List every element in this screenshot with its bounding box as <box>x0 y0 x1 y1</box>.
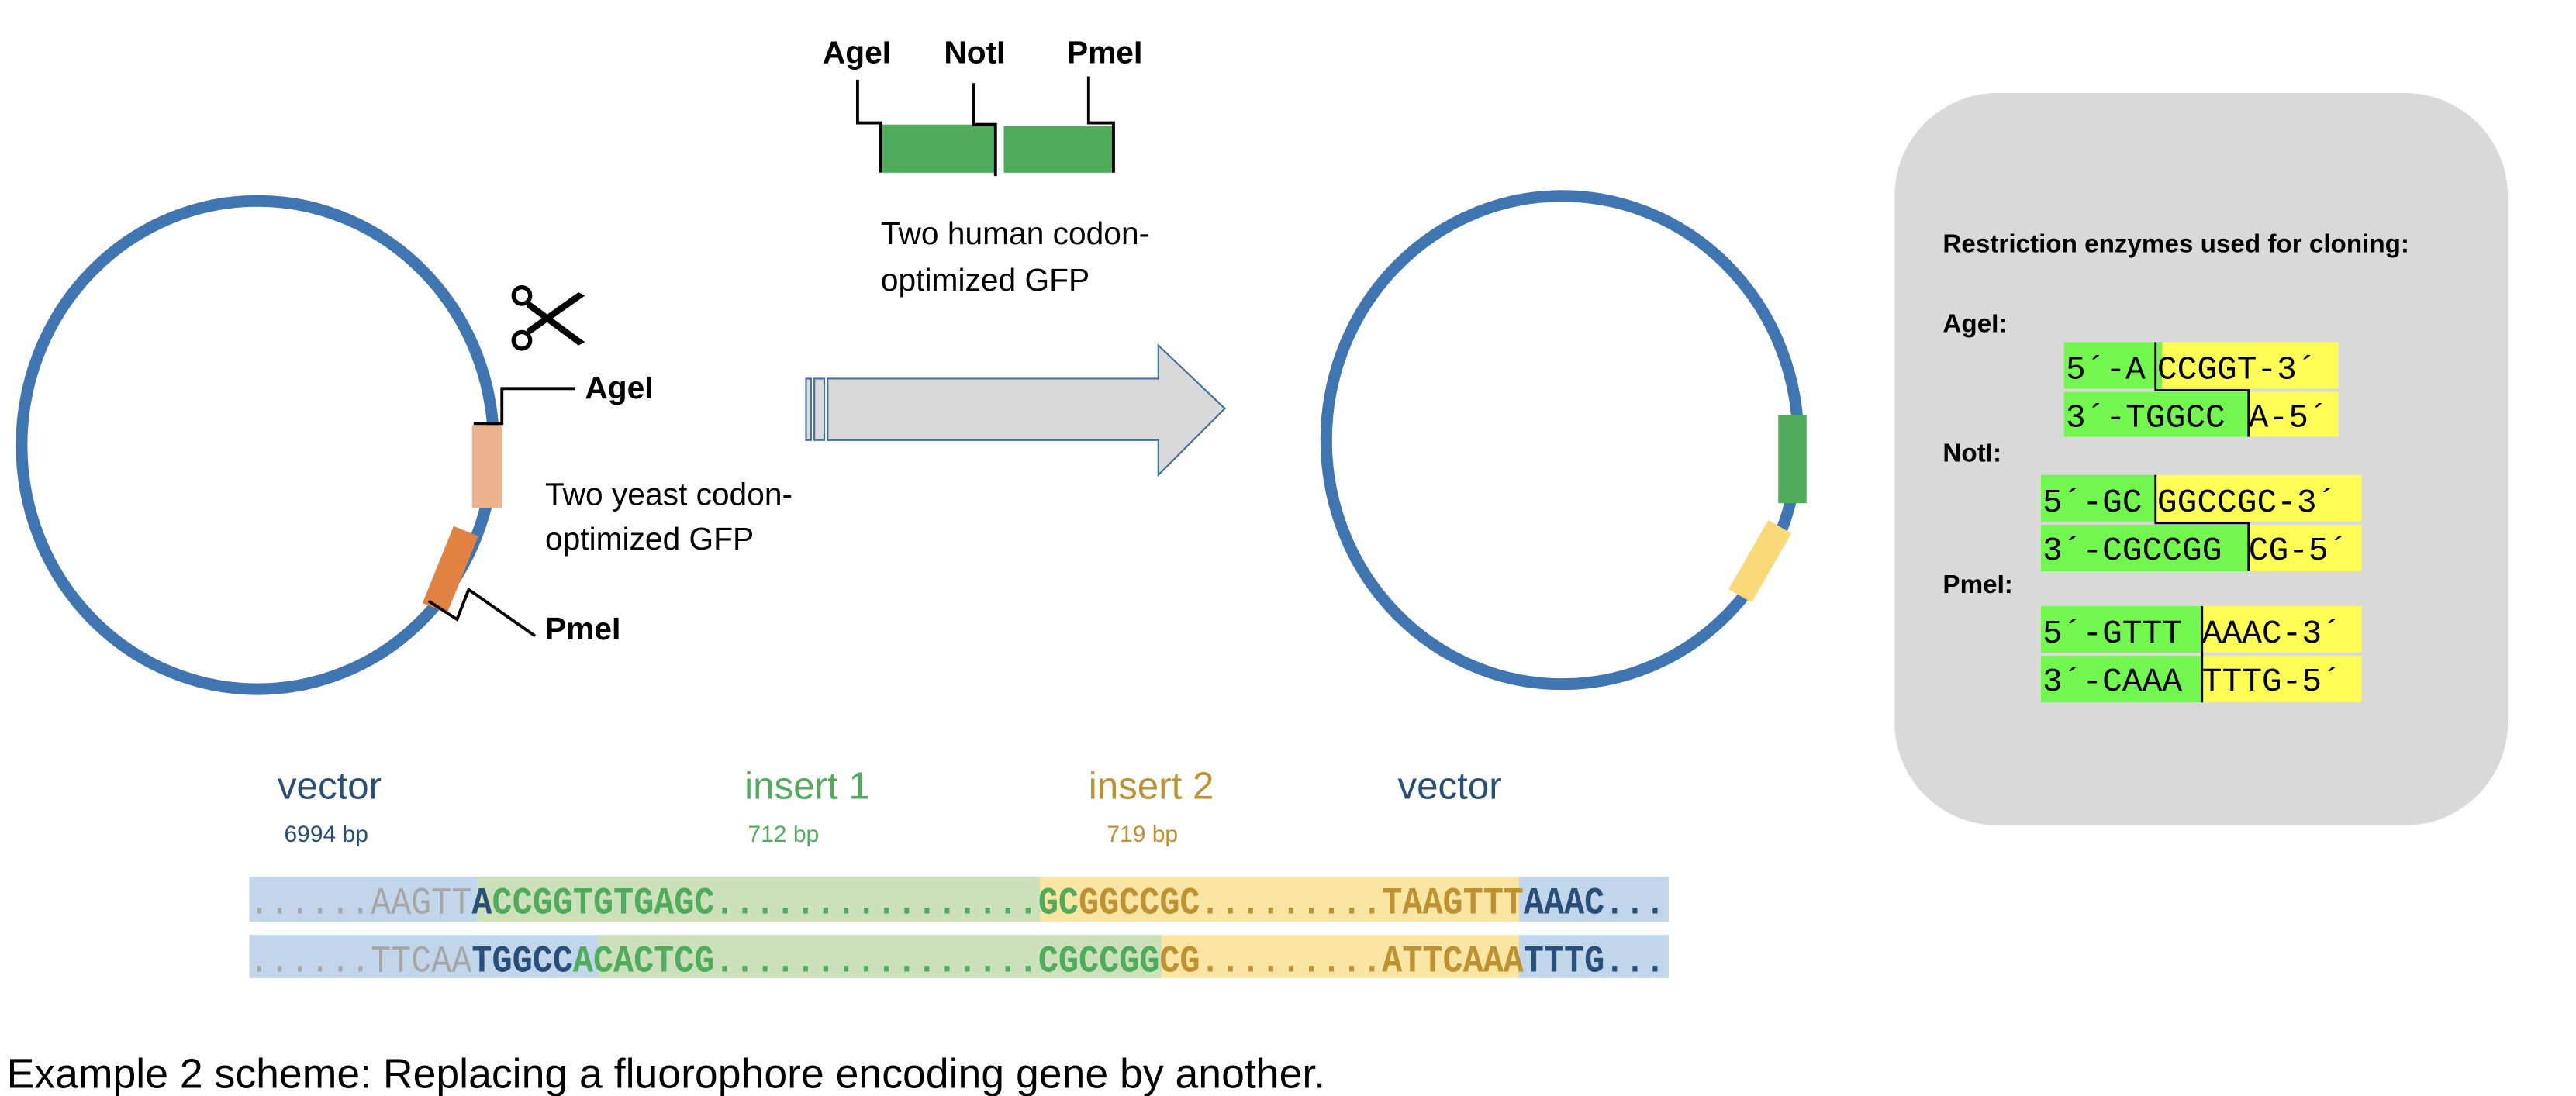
insert-pmei-pointer <box>1086 76 1115 173</box>
pmei-pointer-line <box>427 587 537 638</box>
yeast-gfp-caption-line1: Two yeast codon- <box>545 476 792 512</box>
noti-bottom-strand-left: 3´-CGCCGG <box>2042 532 2222 570</box>
insert2-size: 719 bp <box>1107 822 1178 847</box>
human-gfp-caption-line2: optimized GFP <box>881 262 1089 298</box>
sequence-segment-vector: AAAC <box>1524 881 1604 925</box>
agei-top-strand-left: 5´-A <box>2066 350 2146 388</box>
human-gfp-1 <box>882 124 996 173</box>
sequence-segment-insert1: CCGGTGTGAGC <box>492 881 715 925</box>
yeast-gfp-2 <box>422 526 478 613</box>
insert-noti-label: NotI <box>944 34 1005 70</box>
process-arrow <box>805 343 1227 477</box>
agei-pointer-line <box>473 387 575 426</box>
human-gfp-insert-1 <box>1778 415 1807 504</box>
vector-right-label: vector <box>1397 765 1501 808</box>
insert-noti-pointer <box>972 83 997 177</box>
insert-agei-pointer <box>855 79 882 173</box>
sequence-segment-dots-vector: ... <box>1604 939 1665 983</box>
enzyme-pmei-name: PmeI: <box>1942 570 2012 599</box>
sequence-segment-insert2: ATTCAAA <box>1382 939 1524 983</box>
agei-bottom-strand-left: 3´-TGGCC <box>2066 399 2226 437</box>
vector-left-label: vector <box>278 765 382 808</box>
insert1-label: insert 1 <box>744 765 870 808</box>
left-plasmid-backbone <box>16 195 500 695</box>
sequence-backgrounds <box>249 877 1669 978</box>
scissors-icon <box>511 284 585 351</box>
sequence-segment-vector: TGGCC <box>471 939 572 983</box>
noti-bottom-strand-right: CG-5´ <box>2249 532 2349 570</box>
pmei-bottom-strand-right: TTTG-5´ <box>2202 663 2342 701</box>
right-plasmid-backbone <box>1320 190 1804 691</box>
restriction-enzyme-panel: Restriction enzymes used for cloning: Ag… <box>1894 92 2509 825</box>
noti-top-strand-right: GGCCGC-3´ <box>2157 484 2336 522</box>
sequence-segment-dots-insert1: ................ <box>714 881 1038 925</box>
agei-site-label: AgeI <box>585 370 653 405</box>
sequence-segment-insert1: ACACTCG <box>573 939 715 983</box>
left-plasmid: AgeI PmeI Two yeast codon- optimized GFP <box>16 195 792 695</box>
right-plasmid <box>1320 190 1807 691</box>
agei-top-strand-right: CCGGT-3´ <box>2157 350 2317 388</box>
sequence-segment-insert2: CG <box>1159 939 1200 983</box>
noti-cut-line <box>2154 474 2250 571</box>
sequence-segment-vector: TTTG <box>1524 939 1604 983</box>
insert2-label: insert 2 <box>1089 765 1214 808</box>
noti-top-strand-left: 5´-GC <box>2042 484 2143 522</box>
sequence-top-strand: ......AAGTTACCGGTGTGAGC................G… <box>249 881 1665 925</box>
pmei-bottom-strand-left: 3´-CAAA <box>2042 663 2182 701</box>
sequence-segment-dots-vector: ... <box>1604 881 1665 925</box>
sequence-segment-insert1: CGCCGG <box>1038 939 1160 983</box>
sequence-segment-vector: A <box>471 881 492 925</box>
pmei-top-strand-left: 5´-GTTT <box>2042 615 2182 653</box>
yeast-gfp-1 <box>471 425 502 508</box>
agei-cut-line <box>2154 342 2250 437</box>
human-gfp-caption-line1: Two human codon- <box>881 215 1149 251</box>
human-gfp-2 <box>1003 126 1114 173</box>
arrow-shape <box>827 343 1227 477</box>
sequence-segment-insert2: GGCCGC <box>1079 881 1200 925</box>
sequence-segment-gray: TTCAA <box>371 939 472 983</box>
human-gfp-insert-2 <box>1728 520 1792 603</box>
sequence-segment-dots-insert2: ......... <box>1200 939 1383 983</box>
vector-left-size: 6994 bp <box>284 822 368 847</box>
human-gfp-insert: AgeI NotI PmeI Two human codon- optimize… <box>823 34 1149 298</box>
sequence-segment-insert1: GC <box>1038 881 1079 925</box>
sequence-segment-dots-gray: ...... <box>249 939 371 983</box>
insert-pmei-label: PmeI <box>1067 34 1142 70</box>
insert-agei-label: AgeI <box>823 34 891 70</box>
agei-bottom-strand-right: A-5´ <box>2249 399 2329 437</box>
pmei-top-strand-right: AAAC-3´ <box>2202 615 2342 653</box>
enzyme-agei-name: AgeI: <box>1942 309 2007 338</box>
sequence-bottom-strand: ......TTCAATGGCCACACTCG................C… <box>249 939 1665 983</box>
sequence-segment-dots-insert2: ......... <box>1200 881 1383 925</box>
figure-caption: Example 2 scheme: Replacing a fluorophor… <box>7 1051 1326 1096</box>
sequence-segment-insert2: TAAGTTT <box>1382 881 1524 925</box>
panel-title: Restriction enzymes used for cloning: <box>1942 230 2409 259</box>
sequence-segment-gray: AAGTT <box>371 881 471 925</box>
yeast-gfp-caption-line2: optimized GFP <box>545 521 754 557</box>
segment-labels: vector 6994 bp insert 1 712 bp insert 2 … <box>278 765 1502 848</box>
pmei-site-label: PmeI <box>545 611 620 646</box>
sequence-segment-dots-insert1: ................ <box>714 939 1038 983</box>
enzyme-noti-name: NotI: <box>1942 439 2001 468</box>
insert1-size: 712 bp <box>748 822 819 847</box>
sequence-segment-dots-gray: ...... <box>249 881 371 925</box>
